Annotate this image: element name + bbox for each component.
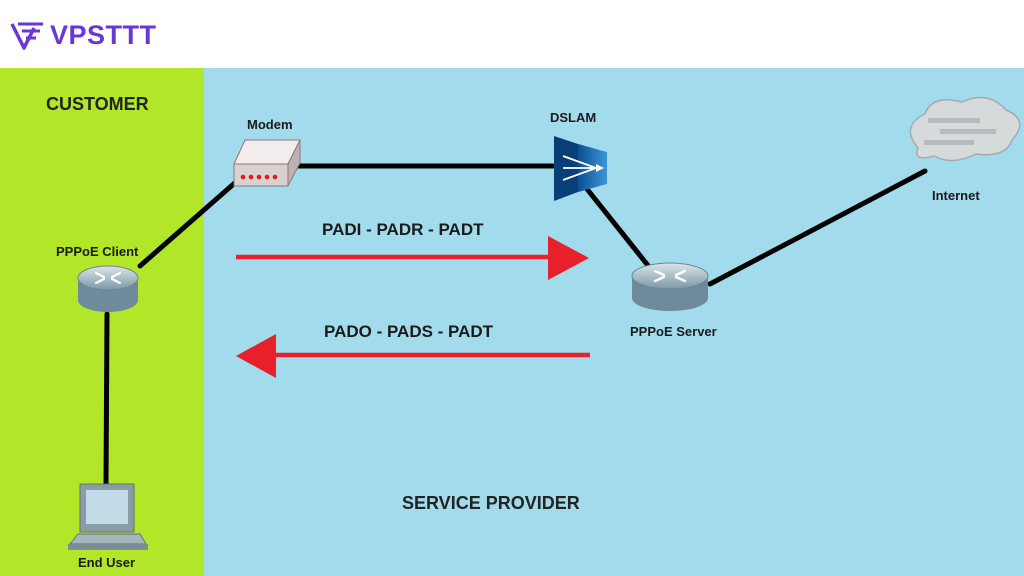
dslam-icon[interactable] [554,136,607,201]
modem-icon[interactable] [233,139,301,187]
header: VPSTTT [0,0,1024,68]
pppoe-client-label: PPPoE Client [56,244,139,259]
brand-name: VPSTTT [50,20,157,50]
forward-arrow [236,236,589,280]
end-user-label: End User [78,555,136,570]
link-server-internet [707,168,928,287]
forward-message-label: PADI - PADR - PADT [322,220,484,239]
link-client-modem [137,178,240,269]
backward-message-label: PADO - PADS - PADT [324,322,494,341]
customer-zone-label: CUSTOMER [46,94,149,114]
brand-logo[interactable]: VPSTTT [10,20,157,51]
pppoe-client-router-icon[interactable] [77,265,139,312]
service-provider-zone [204,68,1024,576]
pppoe-diagram: CUSTOMER SERVICE PROVIDER Modem DSLAM In… [0,68,1024,576]
link-client-enduser [103,311,110,487]
computer-icon[interactable] [68,483,148,550]
backward-arrow [236,334,590,378]
pppoe-server-label: PPPoE Server [630,324,717,339]
link-dslam-server [584,186,653,271]
internet-label: Internet [932,188,980,203]
diagram-graphics [68,96,1021,550]
dslam-label: DSLAM [550,110,597,125]
service-provider-zone-label: SERVICE PROVIDER [402,493,580,513]
modem-label: Modem [247,117,293,132]
cloud-icon[interactable] [909,96,1021,162]
connection-links [103,163,928,487]
vpsttt-logo-icon [10,22,43,50]
pppoe-server-router-icon[interactable] [631,262,709,311]
